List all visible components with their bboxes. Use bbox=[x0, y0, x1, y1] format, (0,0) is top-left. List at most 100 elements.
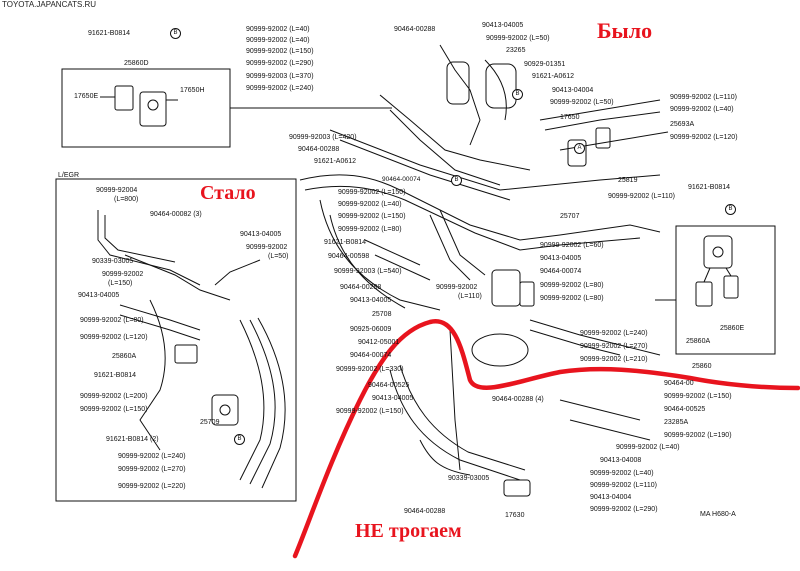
part-label: 90999-92002 (L=150) bbox=[336, 408, 404, 415]
part-label: 91621-A0612 bbox=[314, 158, 357, 165]
circle-mark-b: B bbox=[512, 89, 523, 100]
part-label: 90413-04005 bbox=[372, 395, 414, 402]
part-label: 91621-B0814 bbox=[94, 372, 137, 379]
part-label: 90999-92002 (L=110) bbox=[608, 193, 676, 200]
part-label: 90999-92002 (L=80) bbox=[338, 226, 402, 233]
part-label: 23265 bbox=[506, 47, 526, 54]
part-label: 90999-92002 (L=120) bbox=[670, 134, 738, 141]
part-label: 90999-92002 (L=80) bbox=[80, 317, 144, 324]
red-boundary-line bbox=[292, 319, 800, 559]
part-label: 90999-92002 bbox=[102, 271, 144, 278]
watermark: TOYOTA.JAPANCATS.RU bbox=[2, 0, 97, 9]
part-label: 90999-92002 (L=40) bbox=[590, 470, 654, 477]
part-label: 90999-92002 (L=60) bbox=[540, 242, 604, 249]
part-label: 90999-92002 (L=110) bbox=[590, 482, 658, 489]
part-label: 91621-B0814 (2) bbox=[106, 436, 159, 443]
part-label: 90999-92002 (L=220) bbox=[118, 483, 186, 490]
part-label: 90464-00288 bbox=[340, 284, 382, 291]
part-label: 90999-92002 (L=150) bbox=[338, 189, 406, 196]
part-label: 90999-92002 (L=80) bbox=[540, 295, 604, 302]
part-label: 90999-92002 (L=210) bbox=[580, 356, 648, 363]
part-label: 90999-92003 (L=420) bbox=[289, 134, 357, 141]
part-label: 17650E bbox=[74, 93, 99, 100]
part-label: 90999-92002 (L=240) bbox=[580, 330, 648, 337]
part-label: 90464-00 bbox=[664, 380, 694, 387]
circle-mark-a: A bbox=[574, 143, 585, 154]
part-label: 90464-00288 (4) bbox=[492, 396, 544, 403]
part-label: 90999-92002 (L=40) bbox=[670, 106, 734, 113]
part-label: 25708 bbox=[372, 311, 392, 318]
part-label: 90925-06009 bbox=[350, 326, 392, 333]
part-label: 90999-92002 (L=80) bbox=[540, 282, 604, 289]
part-label: 90464-00074 bbox=[382, 176, 421, 183]
part-label: 90999-92003 (L=540) bbox=[334, 268, 402, 275]
part-label: 91621-B0814 bbox=[324, 239, 367, 246]
part-label: 90464-00288 bbox=[298, 146, 340, 153]
part-label: 25860D bbox=[124, 60, 149, 67]
part-label: 91621-B0814 bbox=[88, 30, 131, 37]
part-label: 90413-04005 bbox=[482, 22, 524, 29]
part-label: 90464-00288 bbox=[404, 508, 446, 515]
part-label: 90999-92002 (L=150) bbox=[664, 393, 732, 400]
part-label: 90413-04005 bbox=[540, 255, 582, 262]
part-label: 90413-04005 bbox=[78, 292, 120, 299]
part-label: 90999-92002 (L=150) bbox=[246, 48, 314, 55]
part-label: 90999-92002 (L=240) bbox=[246, 85, 314, 92]
circle-mark-b: B bbox=[234, 434, 245, 445]
inset-box-egr bbox=[55, 178, 297, 502]
part-label: 90413-04005 bbox=[240, 231, 282, 238]
part-label: 90999-92002 (L=50) bbox=[486, 35, 550, 42]
part-label: 90413-04008 bbox=[600, 457, 642, 464]
part-label: 90339-03005 bbox=[92, 258, 134, 265]
part-label: 25707 bbox=[560, 213, 580, 220]
part-label: 90464-00525 bbox=[664, 406, 706, 413]
part-label: 90413-04004 bbox=[552, 87, 594, 94]
part-label: 90999-92002 (L=120) bbox=[80, 334, 148, 341]
part-label: 90413-04004 bbox=[590, 494, 632, 501]
inset-box-top-left bbox=[61, 68, 231, 148]
part-label: 91621-B0814 bbox=[688, 184, 731, 191]
part-label: 23285A bbox=[664, 419, 689, 426]
part-label: 90999-92002 bbox=[246, 244, 288, 251]
annotation-after: Стало bbox=[200, 182, 256, 204]
part-label: 90999-92002 (L=40) bbox=[338, 201, 402, 208]
part-label: 90999-92002 (L=330) bbox=[336, 366, 404, 373]
part-label: 90464-00288 bbox=[394, 26, 436, 33]
part-label: 90413-04005 bbox=[350, 297, 392, 304]
part-label: 90999-92002 (L=240) bbox=[118, 453, 186, 460]
part-label: 90464-00082 (3) bbox=[150, 211, 202, 218]
section-label-egr: L/EGR bbox=[58, 172, 80, 179]
part-label: 90999-92002 (L=40) bbox=[246, 26, 310, 33]
part-label: 90999-92002 (L=200) bbox=[80, 393, 148, 400]
part-label: (L=110) bbox=[458, 293, 482, 300]
circle-mark-b: B bbox=[170, 28, 181, 39]
part-label: 90464-00074 bbox=[540, 268, 582, 275]
part-label: 90999-92002 (L=270) bbox=[580, 343, 648, 350]
part-label: 90339-03005 bbox=[448, 475, 490, 482]
part-label: 25860A bbox=[112, 353, 137, 360]
part-label: 90999-92002 (L=290) bbox=[246, 60, 314, 67]
part-label: 90464-00074 bbox=[350, 352, 392, 359]
part-label: 90999-92002 (L=150) bbox=[338, 213, 406, 220]
part-label: 25860E bbox=[720, 325, 745, 332]
part-label: 90999-92002 bbox=[436, 284, 478, 291]
part-label: (L=50) bbox=[268, 253, 289, 260]
part-label: 90999-92002 (L=110) bbox=[670, 94, 738, 101]
part-label: 90999-92002 (L=40) bbox=[616, 444, 680, 451]
part-label: 90999-92002 (L=270) bbox=[118, 466, 186, 473]
part-label: 17650H bbox=[180, 87, 205, 94]
part-label: 25860A bbox=[686, 338, 711, 345]
part-label: 25860 bbox=[692, 363, 712, 370]
inset-box-right bbox=[675, 225, 776, 355]
part-label: 25693A bbox=[670, 121, 695, 128]
part-label: 90999-92002 (L=290) bbox=[590, 506, 658, 513]
part-label: 90999-92002 (L=150) bbox=[80, 406, 148, 413]
annotation-untouched: НЕ трогаем bbox=[355, 520, 462, 542]
annotation-before: Было bbox=[597, 18, 653, 43]
part-label: 90999-92002 (L=40) bbox=[246, 37, 310, 44]
circle-mark-b: B bbox=[725, 204, 736, 215]
diagram-code: MA H680-A bbox=[700, 511, 736, 518]
part-label: (L=800) bbox=[114, 196, 139, 203]
part-label: 17650 bbox=[560, 114, 580, 121]
